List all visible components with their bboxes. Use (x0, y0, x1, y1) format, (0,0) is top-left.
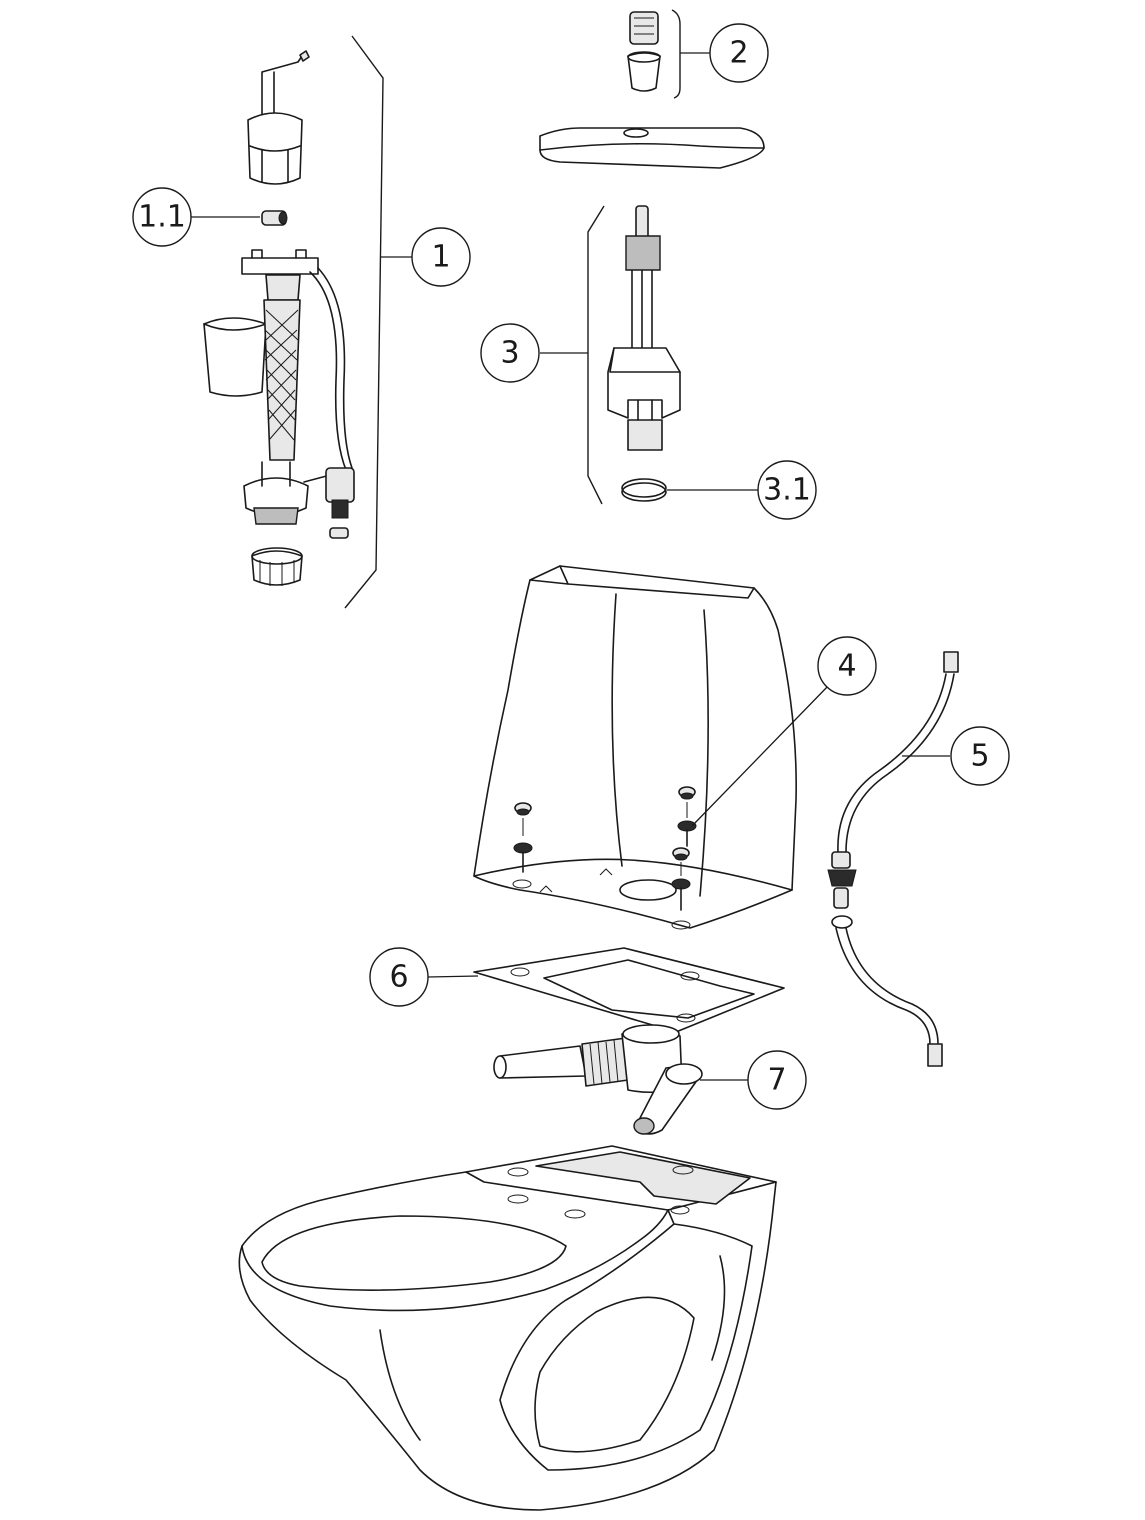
fixing-bolts (513, 786, 697, 911)
callout-5: 5 (950, 726, 1010, 786)
valve-float (247, 50, 310, 185)
svg-text:1.1: 1.1 (138, 200, 186, 235)
bolt-left (513, 802, 533, 873)
callout-3: 3 (480, 323, 540, 383)
valve-lock-nut (251, 547, 303, 586)
bolt-right-upper (677, 786, 697, 847)
callout-6: 6 (369, 947, 429, 1007)
svg-text:3.1: 3.1 (763, 473, 811, 508)
flush-valve-assembly (607, 205, 681, 502)
callout-2: 2 (709, 23, 769, 83)
valve-body (203, 249, 355, 539)
bracket-part-2 (671, 9, 681, 99)
bracket-part-3 (587, 205, 605, 505)
flush-pipe-connector (493, 1024, 703, 1135)
svg-text:7: 7 (767, 1063, 786, 1098)
callout-3-1: 3.1 (757, 460, 817, 520)
bracket-part-1 (344, 35, 384, 609)
bolt-right-lower (671, 847, 691, 911)
svg-text:4: 4 (837, 649, 856, 684)
push-button-assembly (627, 11, 661, 92)
leader-6 (427, 975, 479, 978)
toilet-bowl (238, 1145, 777, 1511)
leader-4 (691, 683, 831, 827)
callout-4: 4 (817, 636, 877, 696)
svg-text:5: 5 (970, 739, 989, 774)
svg-text:2: 2 (729, 36, 748, 71)
callout-1: 1 (411, 227, 471, 287)
valve-small-part-1-1 (261, 210, 288, 226)
supply-hose (827, 651, 959, 1067)
svg-text:6: 6 (389, 960, 408, 995)
svg-text:3: 3 (500, 336, 519, 371)
svg-text:1: 1 (431, 240, 450, 275)
tank-gasket (473, 947, 785, 1033)
callout-1-1: 1.1 (132, 187, 192, 247)
fill-valve-assembly (203, 50, 355, 586)
callout-7: 7 (747, 1050, 807, 1110)
tank-lid (539, 127, 765, 169)
cistern-tank (473, 565, 797, 930)
